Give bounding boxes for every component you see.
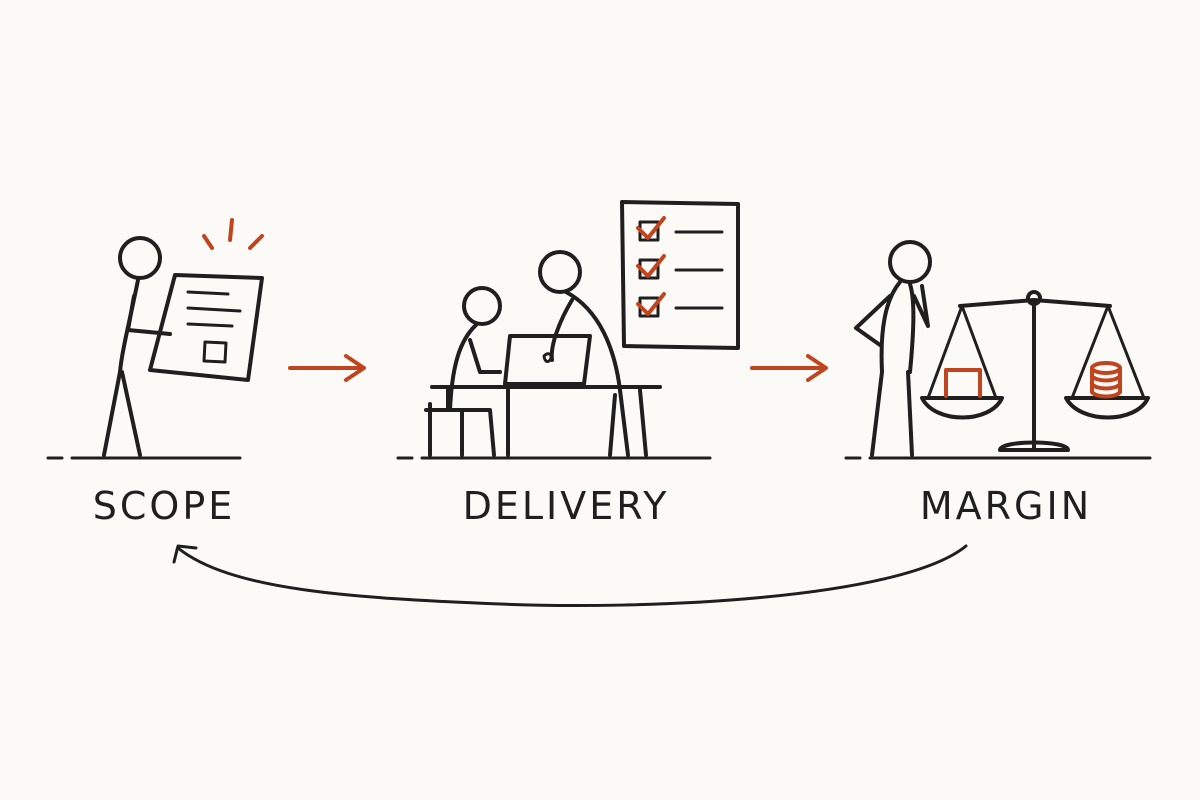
delivery-figure-icon <box>396 200 740 460</box>
margin-figure-icon <box>844 240 1152 460</box>
scope-figure-icon <box>46 218 264 460</box>
laptop-icon <box>503 334 592 386</box>
scope-alert-marks-icon <box>202 218 264 250</box>
checklist-icon <box>620 200 740 350</box>
scope-document-icon <box>148 273 264 382</box>
arrow-delivery-to-margin-icon <box>750 354 828 382</box>
stage-label-margin: MARGIN <box>919 484 1093 528</box>
arrow-scope-to-delivery-icon <box>288 354 366 382</box>
return-loop-arrow-icon <box>172 544 968 608</box>
stage-label-scope: SCOPE <box>92 484 236 528</box>
stage-label-delivery: DELIVERY <box>462 484 670 528</box>
balance-scale-icon <box>920 290 1150 452</box>
